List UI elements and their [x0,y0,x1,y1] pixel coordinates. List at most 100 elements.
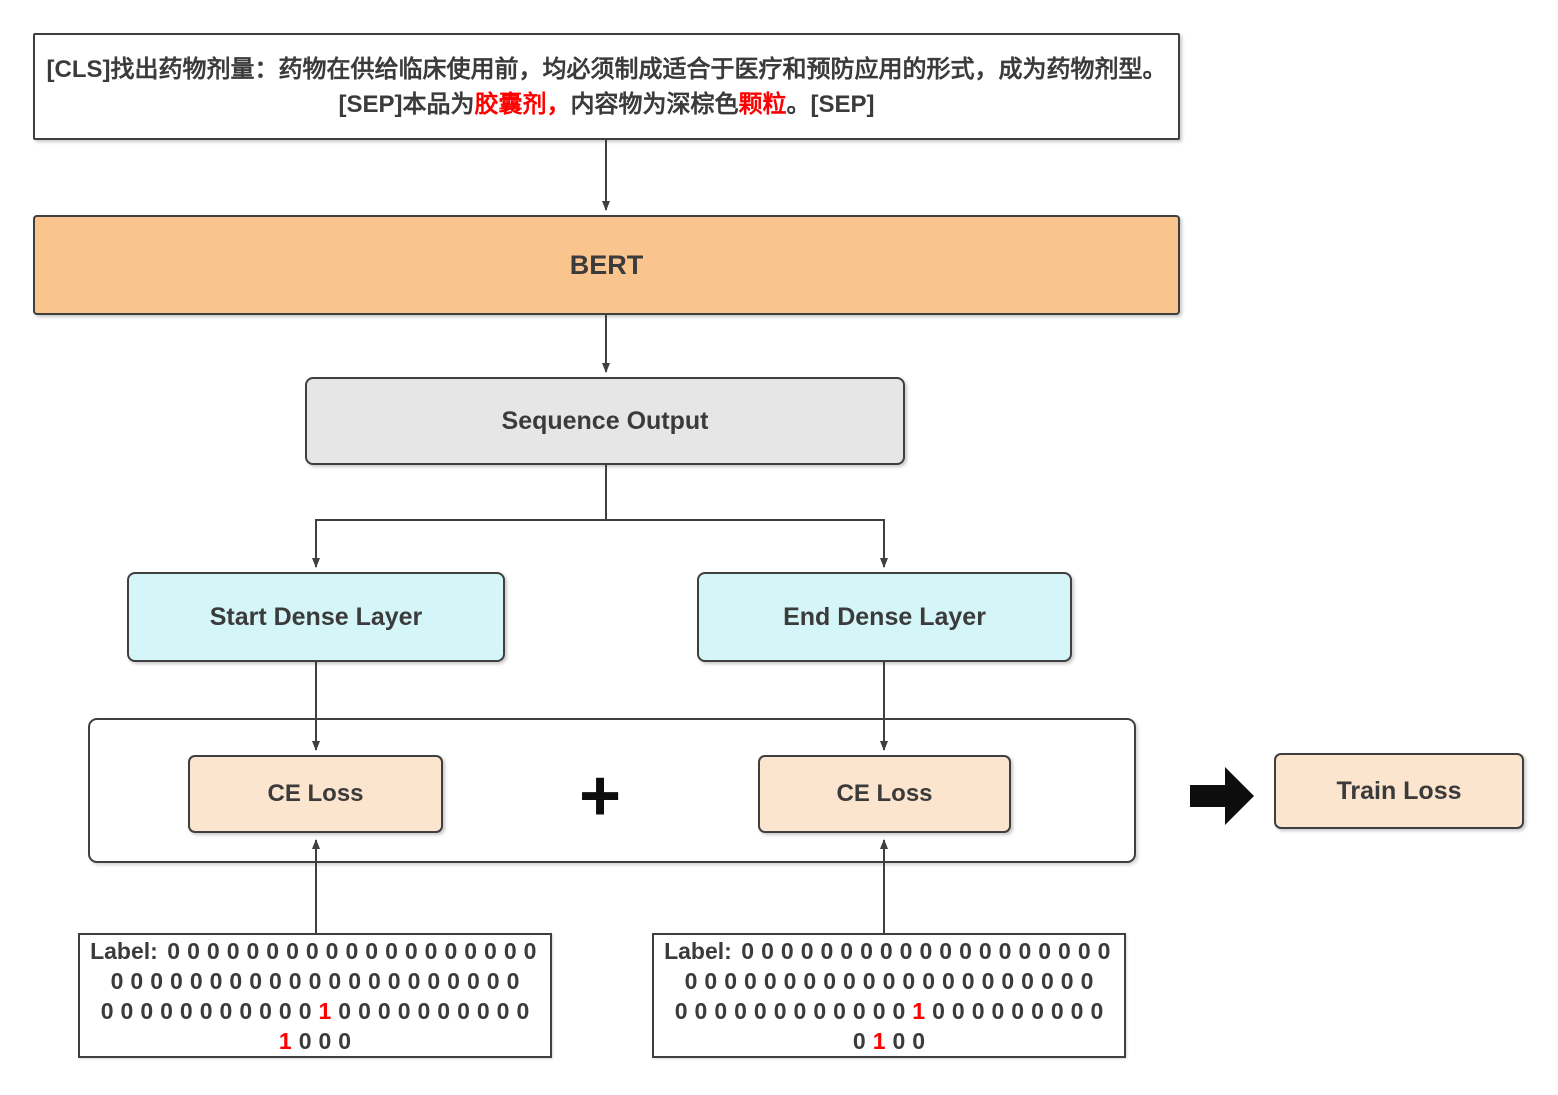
train-loss-label: Train Loss [1336,776,1462,805]
label-token-zero: 0 [523,937,537,964]
label-token-zero: 0 [150,967,164,994]
label-token-zero: 0 [367,967,381,994]
label-token-zero: 0 [932,997,945,1024]
plain-text: 。[SEP] [786,90,875,118]
plain-text: [SEP]本品为 [338,90,475,118]
label-token-one: 1 [912,997,926,1024]
label-token-zero: 0 [694,997,708,1024]
label-token-zero: 0 [338,1027,352,1054]
label-token-zero: 0 [998,937,1012,964]
label-token-zero: 0 [377,997,391,1024]
label-token-zero: 0 [246,937,260,964]
label-token-zero: 0 [1018,937,1032,964]
label-token-zero: 0 [358,997,371,1024]
end-dense-layer-label: End Dense Layer [783,602,986,631]
label-token-zero: 0 [239,997,253,1024]
label-token-zero: 0 [385,937,398,964]
label-token-zero: 0 [1060,967,1074,994]
label-token-zero: 0 [110,967,124,994]
big-right-arrow [1190,767,1254,825]
label-token-zero: 0 [1001,967,1015,994]
label-token-zero: 0 [753,997,767,1024]
label-token-zero: 0 [744,967,757,994]
label-token-zero: 0 [199,997,213,1024]
plain-text: 内容物为深棕色 [570,90,739,118]
label-prefix: Label: [664,937,732,964]
label-token-zero: 0 [187,937,200,964]
label-token-zero: 0 [503,937,517,964]
label-token-zero: 0 [793,997,807,1024]
label-token-zero: 0 [404,937,418,964]
label-token-zero: 0 [724,967,738,994]
arrow-sequence-to-start-dense [312,465,607,568]
label-token-zero: 0 [981,967,995,994]
label-token-zero: 0 [209,967,223,994]
label-token-zero: 0 [912,1027,926,1054]
label-token-zero: 0 [206,937,220,964]
label-token-zero: 0 [773,997,787,1024]
label-token-zero: 0 [189,967,203,994]
ce-loss-end-box: CE Loss [758,755,1011,833]
start-dense-layer-box: Start Dense Layer [127,572,505,662]
label-token-zero: 0 [919,937,933,964]
label-token-zero: 0 [130,967,144,994]
label-token-zero: 0 [899,937,913,964]
label-token-zero: 0 [229,967,243,994]
label-token-zero: 0 [783,967,797,994]
label-token-zero: 0 [387,967,401,994]
input-line-2: [SEP]本品为胶囊剂，内容物为深棕色颗粒。[SEP] [338,87,874,122]
label-token-zero: 0 [170,967,183,994]
label-token-zero: 0 [803,967,817,994]
label-token-zero: 0 [397,997,411,1024]
label-token-zero: 0 [1040,967,1054,994]
label-prefix: Label: [90,937,158,964]
label-token-zero: 0 [120,997,134,1024]
label-token-zero: 0 [298,997,312,1024]
label-token-zero: 0 [823,967,836,994]
bert-box: BERT [33,215,1180,315]
label-token-zero: 0 [167,937,181,964]
label-token-zero: 0 [1080,967,1094,994]
label-token-zero: 0 [486,967,500,994]
label-token-zero: 0 [879,937,893,964]
label-token-zero: 0 [959,937,972,964]
label-token-zero: 0 [882,967,896,994]
label-token-zero: 0 [464,937,478,964]
start-dense-layer-label: Start Dense Layer [209,602,423,631]
ce-loss-end-label: CE Loss [836,780,933,807]
input-text-box: [CLS]找出药物剂量：药物在供给临床使用前，均必须制成适合于医疗和预防应用的形… [33,33,1180,140]
label-token-zero: 0 [305,937,319,964]
sequence-output-label: Sequence Output [501,406,709,435]
label-token-zero: 0 [674,997,688,1024]
label-token-zero: 0 [308,967,322,994]
ce-loss-start-box: CE Loss [188,755,443,833]
bert-label: BERT [569,249,644,280]
label-token-zero: 0 [971,997,985,1024]
label-token-zero: 0 [484,937,497,964]
train-loss-box: Train Loss [1274,753,1524,829]
label-token-zero: 0 [852,1027,866,1054]
label-token-zero: 0 [1038,937,1052,964]
label-token-zero: 0 [444,937,458,964]
label-token-one: 1 [872,1027,886,1054]
label-token-zero: 0 [457,997,470,1024]
label-token-zero: 0 [741,937,755,964]
label-token-zero: 0 [734,997,747,1024]
highlighted-entity: 颗粒 [738,90,787,118]
ce-loss-start-label: CE Loss [267,780,364,807]
label-token-zero: 0 [780,937,794,964]
label-token-zero: 0 [318,1027,332,1054]
label-token-zero: 0 [978,937,992,964]
label-token-zero: 0 [872,997,886,1024]
label-token-zero: 0 [961,967,975,994]
label-token-zero: 0 [902,967,916,994]
label-token-zero: 0 [1097,937,1111,964]
label-token-zero: 0 [860,937,873,964]
label-token-zero: 0 [496,997,510,1024]
